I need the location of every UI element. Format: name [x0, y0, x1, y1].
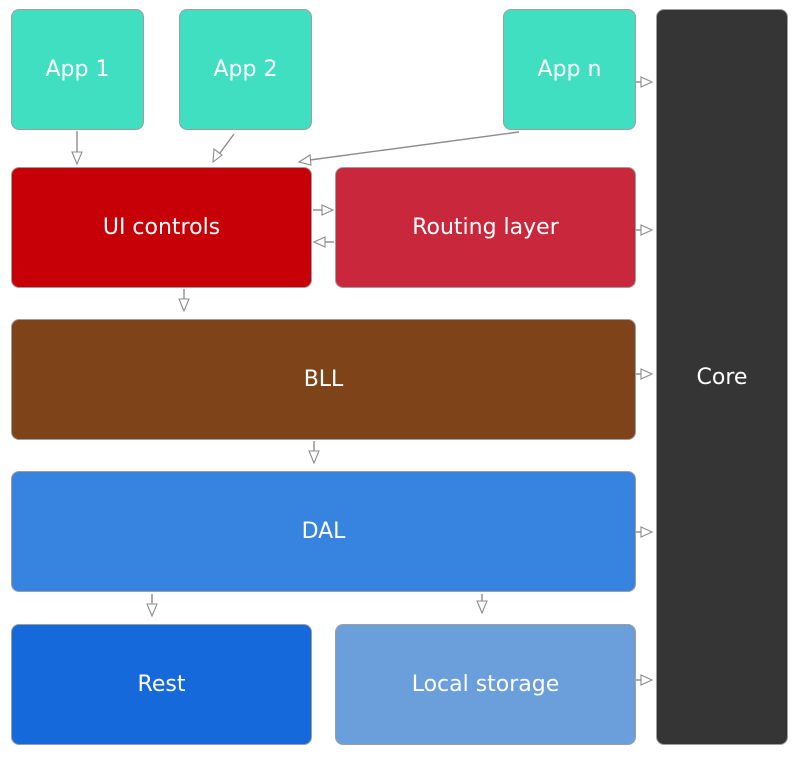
- app-2-box: App 2: [179, 9, 312, 130]
- ui-controls-label: UI controls: [102, 215, 221, 240]
- rest-label: Rest: [137, 672, 186, 697]
- routing-layer-label: Routing layer: [412, 215, 559, 240]
- arrow-appn-to-ui-controls: [297, 131, 520, 166]
- local-storage-label: Local storage: [411, 672, 560, 697]
- arrow-routing-to-ui-controls: [312, 236, 334, 248]
- arrow-ui-controls-to-bll: [178, 289, 190, 313]
- app-n-box: App n: [503, 9, 636, 130]
- arrow-routing-to-core: [636, 224, 654, 236]
- bll-label: BLL: [303, 367, 344, 392]
- app-1-label: App 1: [45, 57, 110, 82]
- arrow-bll-to-core: [636, 368, 654, 380]
- rest-box: Rest: [11, 624, 312, 745]
- arrow-dal-to-core: [636, 526, 654, 538]
- arrow-appn-to-core: [636, 76, 654, 88]
- bll-box: BLL: [11, 319, 636, 440]
- dal-label: DAL: [301, 519, 346, 544]
- dal-box: DAL: [11, 471, 636, 592]
- arrow-dal-to-rest: [146, 594, 158, 618]
- arrow-app2-to-ui-controls: [212, 133, 235, 164]
- core-box: Core: [656, 9, 788, 745]
- app-2-label: App 2: [213, 57, 278, 82]
- app-n-label: App n: [537, 57, 602, 82]
- routing-layer-box: Routing layer: [335, 167, 636, 288]
- arrow-dal-to-local-storage: [476, 594, 488, 615]
- arrow-app1-to-ui-controls: [71, 131, 83, 166]
- arrow-ui-controls-to-routing: [313, 204, 335, 216]
- local-storage-box: Local storage: [335, 624, 636, 745]
- arrow-local-storage-to-core: [636, 674, 654, 686]
- core-label: Core: [696, 364, 748, 390]
- app-1-box: App 1: [11, 9, 144, 130]
- arrow-bll-to-dal: [308, 441, 320, 465]
- ui-controls-box: UI controls: [11, 167, 312, 288]
